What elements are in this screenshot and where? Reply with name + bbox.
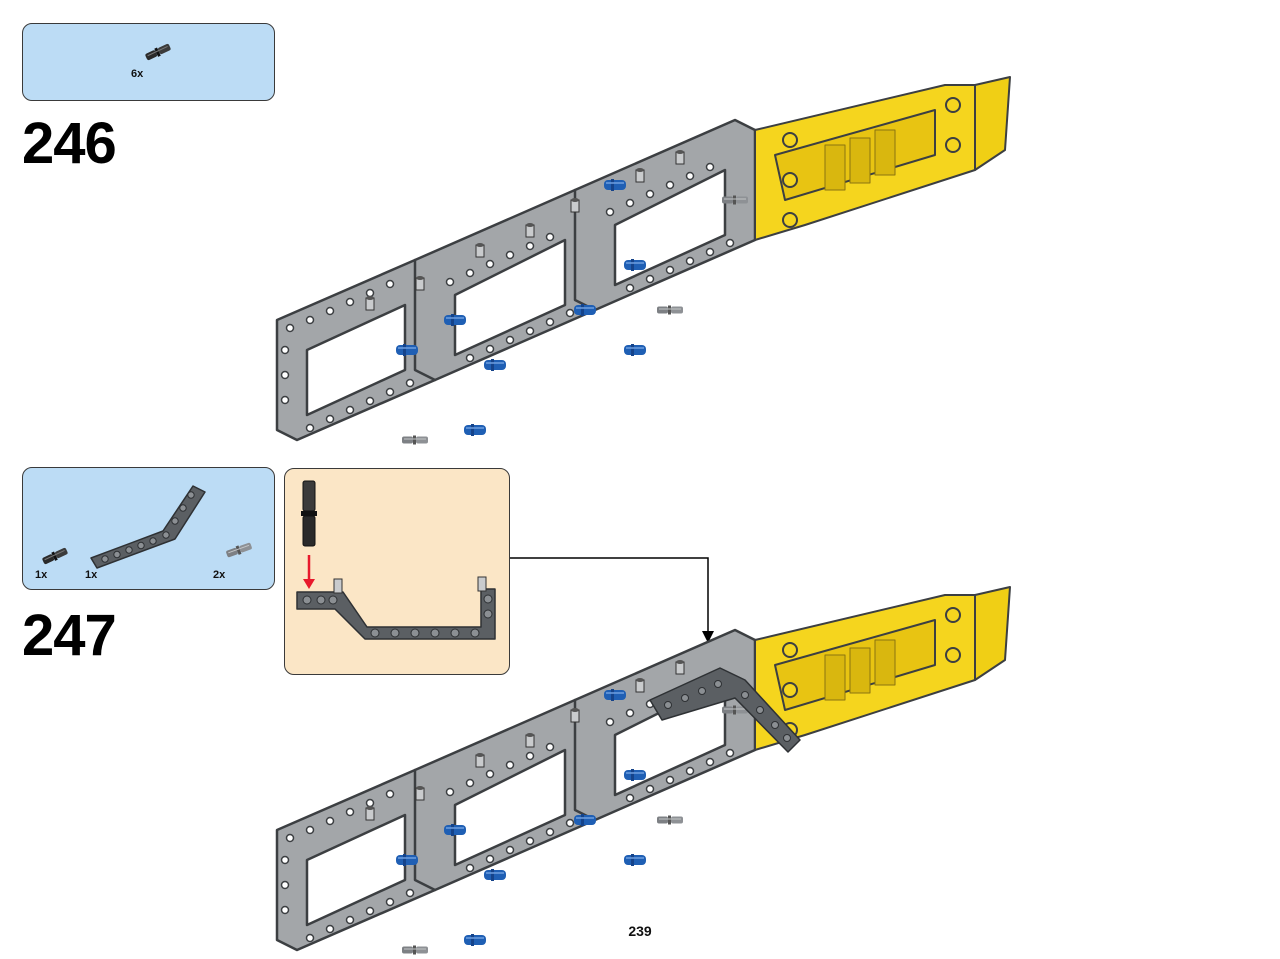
step-247-assembly-illustration — [270, 580, 1010, 940]
subassembly-illustration — [296, 480, 496, 640]
step-number-246: 246 — [22, 111, 117, 176]
part-qty: 2x — [213, 569, 226, 581]
black-connector-pin-icon — [143, 41, 173, 63]
dark-gray-pin-icon — [224, 540, 254, 560]
part-qty: 1x — [35, 569, 48, 581]
step-number-247: 247 — [22, 603, 117, 668]
page-number: 239 — [628, 923, 652, 939]
callout-leader-line — [510, 557, 714, 643]
part-qty: 6x — [131, 68, 144, 80]
step-247-parts-panel: 1x 1x 2x — [22, 467, 275, 590]
step-246-assembly-illustration — [270, 70, 1010, 430]
part-qty: 1x — [85, 569, 98, 581]
dark-gray-bent-beam-icon — [90, 485, 206, 569]
step-246-parts-panel: 6x — [22, 23, 275, 101]
step-247-subassembly-callout — [284, 468, 510, 675]
black-connector-pin-icon — [40, 545, 70, 567]
